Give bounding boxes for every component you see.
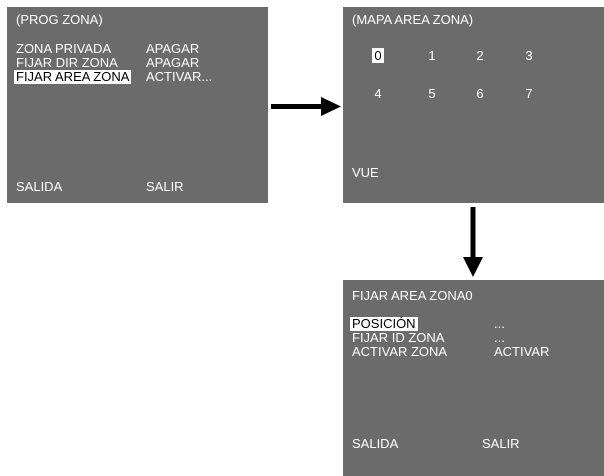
- zone-4[interactable]: 4: [374, 86, 382, 101]
- menu-title: FIJAR AREA ZONA0: [352, 288, 473, 303]
- footer-salir[interactable]: SALIR: [482, 436, 520, 451]
- menu-value-fijar-dir-zona[interactable]: APAGAR: [146, 55, 200, 70]
- zone-2[interactable]: 2: [476, 48, 484, 63]
- menu-value-fijar-area-zona[interactable]: ACTIVAR...: [146, 69, 213, 84]
- menu-item-zona-privada[interactable]: ZONA PRIVADA: [16, 41, 112, 56]
- footer-salida[interactable]: SALIDA: [16, 179, 63, 194]
- footer-salir[interactable]: SALIR: [146, 179, 184, 194]
- zone-6[interactable]: 6: [476, 86, 484, 101]
- menu-value-fijar-id-zona[interactable]: ...: [494, 330, 505, 345]
- mapa-area-zona-screen: (MAPA AREA ZONA) 0 1 2 3 4 5 6 7 VUE: [343, 7, 604, 203]
- menu-value-zona-privada[interactable]: APAGAR: [146, 41, 200, 56]
- zone-0-label: 0: [372, 48, 384, 63]
- menu-item-fijar-dir-zona[interactable]: FIJAR DIR ZONA: [16, 55, 118, 70]
- arrow-down-icon: [463, 207, 483, 277]
- menu-item-fijar-area-zona[interactable]: FIJAR AREA ZONA: [14, 69, 132, 84]
- prog-zona-menu: (PROG ZONA) ZONA PRIVADA APAGAR FIJAR DI…: [7, 7, 268, 203]
- menu-value-activar-zona[interactable]: ACTIVAR: [494, 344, 550, 359]
- menu-item-activar-zona[interactable]: ACTIVAR ZONA: [352, 344, 448, 359]
- fijar-area-zona-menu: FIJAR AREA ZONA0 POSICIÓN ... FIJAR ID Z…: [343, 280, 604, 476]
- zone-0[interactable]: 0: [371, 48, 385, 63]
- menu-item-posicion[interactable]: POSICIÓN: [350, 316, 418, 331]
- footer-vue[interactable]: VUE: [352, 165, 379, 180]
- menu-item-fijar-id-zona[interactable]: FIJAR ID ZONA: [352, 330, 445, 345]
- screen-title: (MAPA AREA ZONA): [352, 12, 474, 27]
- footer-salida[interactable]: SALIDA: [352, 436, 399, 451]
- zone-7[interactable]: 7: [525, 86, 533, 101]
- zone-1[interactable]: 1: [428, 48, 436, 63]
- menu-value-posicion[interactable]: ...: [494, 316, 505, 331]
- zone-5[interactable]: 5: [428, 86, 436, 101]
- zone-3[interactable]: 3: [525, 48, 533, 63]
- arrow-right-icon: [271, 97, 341, 116]
- menu-title: (PROG ZONA): [16, 12, 103, 27]
